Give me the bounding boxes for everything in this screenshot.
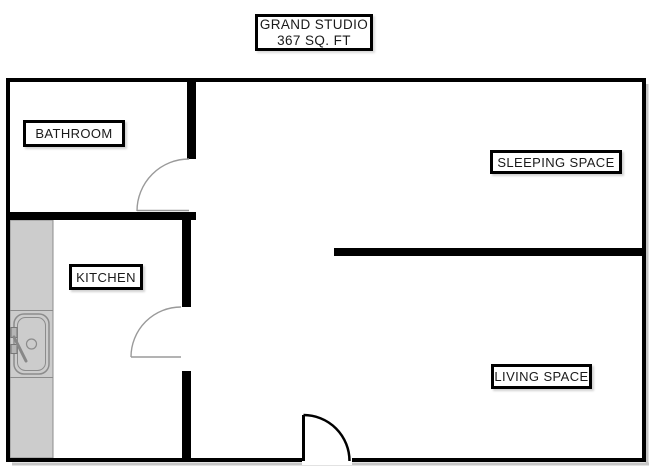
sink-faucet-base-icon [10,344,18,354]
kitchen-door-swing-arc [130,306,182,358]
room-label-sleeping-space: SLEEPING SPACE [490,150,622,174]
wall-bathroom-kitchen-divider [6,212,196,220]
wall-kitchen-right-lower [182,371,191,460]
plan-title: GRAND STUDIO [259,16,369,32]
room-label-living-space: LIVING SPACE [491,364,592,389]
entry-door-swing-arc [303,413,351,462]
wall-bathroom-right [187,80,196,159]
sink-faucet-lever-icon [12,335,28,363]
plan-area: 367 SQ. FT [277,32,351,48]
room-label-text: BATHROOM [35,126,113,141]
room-label-kitchen: KITCHEN [69,264,143,290]
room-label-text: LIVING SPACE [494,369,589,384]
plan-title-box: GRAND STUDIO 367 SQ. FT [255,14,373,51]
wall-kitchen-right-upper [182,212,191,307]
room-label-bathroom: BATHROOM [23,120,125,147]
entry-door-opening [302,455,352,465]
wall-sleeping-living-divider [334,248,642,256]
sink-drain-icon [25,338,38,350]
bathroom-door-swing-arc [136,158,190,212]
room-label-text: KITCHEN [76,269,136,285]
room-label-text: SLEEPING SPACE [497,154,615,170]
